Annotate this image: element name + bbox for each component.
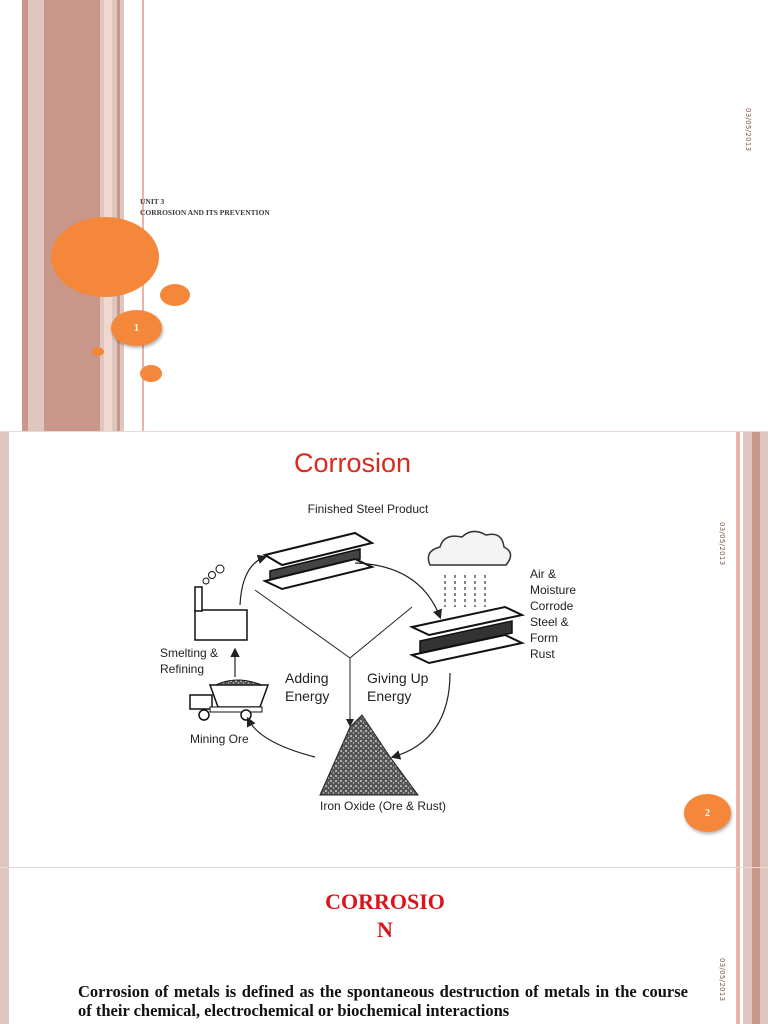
adding-energy-line-2: Energy xyxy=(285,688,329,704)
adding-energy-label: Adding Energy xyxy=(285,670,329,704)
slide-title-line-2: N xyxy=(377,917,393,942)
right-stripe-thin xyxy=(736,868,740,1024)
page-number: 2 xyxy=(705,807,710,819)
unit-title-text: CORROSION AND ITS PREVENTION xyxy=(140,208,270,217)
slide-title: Corrosion xyxy=(293,448,412,478)
iron-oxide-pile-icon xyxy=(319,714,419,796)
rusted-steel-beam-icon xyxy=(408,605,526,665)
left-edge-stripe xyxy=(0,868,9,1024)
slide-title: CORROSIO N xyxy=(240,888,530,944)
mining-truck-icon xyxy=(189,679,270,721)
right-stripe-dark xyxy=(752,432,760,868)
air-moisture-line-5: Form xyxy=(530,631,558,645)
iron-oxide-label: Iron Oxide (Ore & Rust) xyxy=(320,799,446,813)
page-number-badge: 1 xyxy=(111,310,162,346)
giving-up-energy-line-2: Energy xyxy=(367,688,411,704)
slide-separator-1 xyxy=(0,431,768,432)
slide-3: 03/05/2013 xyxy=(0,868,768,1024)
left-stripe-dark xyxy=(44,0,100,432)
right-stripe-thin xyxy=(736,432,740,868)
left-stripe-edge xyxy=(22,0,28,432)
air-moisture-line-1: Air & xyxy=(530,567,556,581)
cycle-arrows xyxy=(230,554,451,760)
unit-label: UNIT 3 xyxy=(140,197,165,206)
air-moisture-line-4: Steel & xyxy=(530,615,569,629)
date-label: 03/05/2013 xyxy=(718,522,726,566)
mining-ore-label: Mining Ore xyxy=(190,732,249,746)
decor-circle-tiny xyxy=(92,347,104,356)
corrosion-cycle-diagram: Finished Steel Product Air & Moisture Co… xyxy=(160,502,576,813)
air-moisture-label: Air & Moisture Corrode Steel & Form Rust xyxy=(530,567,576,661)
slide-title: UNIT 3 CORROSION AND ITS PREVENTION xyxy=(140,196,270,218)
date-label: 03/05/2013 xyxy=(718,958,726,1002)
giving-up-energy-line-1: Giving Up xyxy=(367,670,429,686)
slide-title-line-1: CORROSIO xyxy=(325,889,445,914)
left-stripe-thin xyxy=(117,0,120,432)
finished-steel-label: Finished Steel Product xyxy=(308,502,429,516)
cloud-rain-icon xyxy=(427,530,512,607)
slide-separator-2 xyxy=(0,867,768,868)
finished-steel-beam-icon xyxy=(262,531,375,591)
air-moisture-line-3: Corrode xyxy=(530,599,574,613)
left-stripe-light xyxy=(104,0,112,432)
right-stripe-dark xyxy=(752,868,760,1024)
air-moisture-line-2: Moisture xyxy=(530,583,576,597)
date-label: 03/05/2013 xyxy=(744,108,752,152)
smelting-line-2: Refining xyxy=(160,662,204,676)
air-moisture-line-6: Rust xyxy=(530,647,555,661)
smelting-line-1: Smelting & xyxy=(160,646,218,660)
decor-circle-small-1 xyxy=(160,284,190,306)
decor-circle-large xyxy=(51,217,159,297)
left-edge-stripe xyxy=(0,432,9,868)
smelter-factory-icon xyxy=(194,564,248,641)
left-stripe-line xyxy=(142,0,144,432)
giving-up-energy-label: Giving Up Energy xyxy=(367,670,429,704)
slide-1: 1 UNIT 3 CORROSION AND ITS PREVENTION 03… xyxy=(0,0,768,432)
definition-paragraph: Corrosion of metals is defined as the sp… xyxy=(78,982,688,1020)
page-number-badge: 2 xyxy=(684,794,731,832)
adding-energy-line-1: Adding xyxy=(285,670,329,686)
decor-circle-small-2 xyxy=(140,365,162,382)
page-number: 1 xyxy=(134,322,139,334)
center-divider-lines xyxy=(254,589,413,727)
